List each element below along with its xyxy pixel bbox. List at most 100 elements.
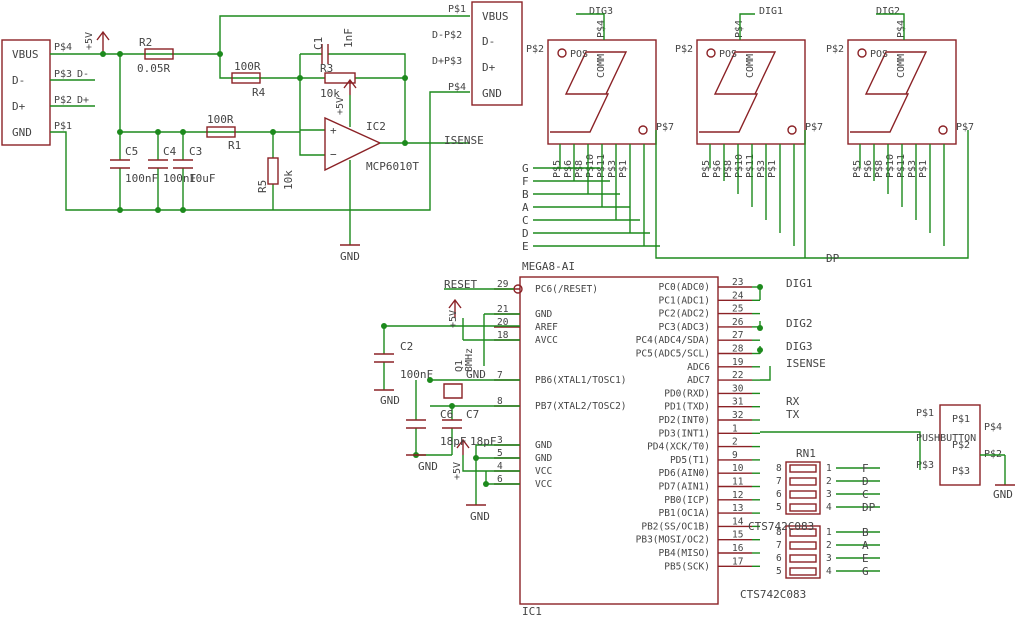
- svg-text:P$1: P$1: [952, 414, 970, 425]
- usb-connector-right[interactable]: VBUS D- D+ GND P$1 D-P$2 D+P$3 P$4: [432, 1, 523, 106]
- mcu-pin-num-right: 25: [732, 304, 743, 315]
- usb-left-dminus-net: D-: [77, 69, 89, 80]
- rn-resistor: [789, 464, 817, 473]
- usb-left-pad-4: P$4: [54, 42, 72, 53]
- seven-seg-display-2[interactable]: POS COMM DIG1: [696, 6, 806, 145]
- dig2-net: DIG2: [786, 317, 813, 330]
- mcu-pin-num-right: 1: [732, 423, 738, 434]
- svg-text:+5V: +5V: [448, 310, 459, 328]
- svg-text:+: +: [330, 124, 337, 137]
- mcu-ic1[interactable]: [519, 276, 719, 605]
- r5-name: R5: [256, 180, 269, 193]
- rn-pin-left: 7: [776, 540, 782, 551]
- display-pad-label: P$5: [701, 160, 712, 178]
- mcu-pin-name-right: PD4(XCK/T0): [647, 442, 710, 453]
- capacitor-c1[interactable]: [321, 44, 329, 64]
- mcu-pin-name-left: PB6(XTAL1/TOSC1): [535, 375, 627, 386]
- resistor-network[interactable]: [785, 461, 821, 515]
- mcu-pin-name-right: PB4(MISO): [659, 548, 710, 559]
- crystal-q1[interactable]: [443, 383, 463, 399]
- mcu-pin-name-right: PB1(OC1A): [659, 508, 710, 519]
- usb-left-dplus: D+: [12, 100, 26, 113]
- rn-pin-left: 5: [776, 566, 782, 577]
- dig1-net: DIG1: [786, 277, 813, 290]
- resistor-r4[interactable]: [231, 72, 261, 84]
- rn-net-label: E: [862, 552, 869, 565]
- c7-name: C7: [466, 408, 479, 421]
- mcu-pin-num-left: 18: [497, 330, 509, 341]
- svg-text:COMM: COMM: [745, 54, 756, 78]
- svg-text:P$1: P$1: [448, 4, 466, 15]
- c5-name: C5: [125, 145, 138, 158]
- dig3-net: DIG3: [786, 340, 813, 353]
- usb-left-dplus-net: D+: [77, 95, 89, 106]
- c5-value: 100nF: [125, 172, 158, 185]
- r5-value: 10k: [282, 170, 295, 190]
- svg-text:COMM: COMM: [596, 54, 607, 78]
- mcu-pin-name-right: PC2(ADC2): [659, 309, 710, 320]
- rn-pin-left: 8: [776, 463, 782, 474]
- c2-value: 100nF: [400, 368, 433, 381]
- resistor-r5[interactable]: [267, 157, 279, 185]
- display-pad-label: P$6: [712, 160, 723, 178]
- rn-pin-left: 6: [776, 553, 782, 564]
- resistor-r2[interactable]: [144, 48, 174, 60]
- mcu-pin-name-left: AREF: [535, 322, 558, 333]
- mcu-pin-num-right: 24: [732, 290, 744, 301]
- c4-value: 100nF: [163, 172, 196, 185]
- usb-left-pad-3: P$3: [54, 69, 72, 80]
- mcu-pin-name-right: PD6(AIN0): [659, 468, 710, 479]
- mcu-pin-name-right: PC1(ADC1): [659, 295, 710, 306]
- usb-connector-left[interactable]: VBUS D- D+ GND P$4 P$3 P$2 P$1 D- D+ +5V: [1, 32, 95, 146]
- usb-left-pad-2: P$2: [54, 95, 72, 106]
- pushbutton[interactable]: P$1 P$1 P$4 P$2 P$2 P$3 P$3 PUSHBUTTON: [916, 404, 1002, 486]
- mcu-pin-name-right: PD2(INT0): [659, 415, 710, 426]
- c3-value: 10uF: [189, 172, 216, 185]
- segment-bus-label: A: [522, 201, 529, 214]
- mcu-pin-num-right: 11: [732, 477, 744, 488]
- display-pad-label: P$8: [574, 160, 585, 178]
- display-3-dig: DIG2: [876, 6, 900, 17]
- segment-bus-label: F: [522, 175, 529, 188]
- svg-text:P$2: P$2: [826, 44, 844, 55]
- c7-value: 18pF: [470, 435, 497, 448]
- display-pad-label: P$6: [563, 160, 574, 178]
- mcu-pin-num-right: 30: [732, 383, 744, 394]
- segment-bus-label: B: [522, 188, 529, 201]
- mcu-pin-num-right: 17: [732, 556, 743, 567]
- rn-net-label: DP: [862, 501, 876, 514]
- resistor-r1[interactable]: [206, 126, 236, 138]
- c4-name: C4: [163, 145, 177, 158]
- rn-resistor: [789, 490, 817, 499]
- r1-name: R1: [228, 139, 241, 152]
- gnd-label-button: GND: [993, 488, 1013, 501]
- mcu-pin-num-right: 27: [732, 330, 743, 341]
- rn-pin-left: 7: [776, 476, 782, 487]
- mcu-pin-name-right: ADC6: [687, 362, 710, 373]
- svg-text:+5V: +5V: [452, 462, 463, 480]
- display-pad-label: P$10: [885, 154, 896, 178]
- segment-bus-label: C: [522, 214, 529, 227]
- resistor-network[interactable]: [785, 525, 821, 579]
- rn2-value: CTS742C083: [748, 520, 814, 533]
- display-1-dig: DIG3: [589, 6, 613, 17]
- rn-pin-right: 1: [826, 463, 832, 474]
- c2-name: C2: [400, 340, 413, 353]
- ic1-value: MEGA8-AI: [522, 260, 575, 273]
- svg-text:P$3: P$3: [916, 460, 934, 471]
- svg-text:POS: POS: [870, 49, 888, 60]
- rn-pin-right: 1: [826, 527, 832, 538]
- mcu-pin-name-left: VCC: [535, 479, 552, 490]
- ic1-name: IC1: [522, 605, 542, 618]
- mcu-pin-num-right: 31: [732, 397, 744, 408]
- resistor-r3[interactable]: [324, 72, 356, 84]
- mcu-pin-name-left: PC6(/RESET): [535, 284, 598, 295]
- r3-value: 10k: [320, 87, 340, 100]
- segment-bus-label: D: [522, 227, 529, 240]
- mcu-pin-num-left: 8: [497, 396, 503, 407]
- r2-name: R2: [139, 36, 152, 49]
- opamp-ic2[interactable]: + − IC2 MCP6010T: [324, 116, 419, 173]
- rn-resistor: [789, 477, 817, 486]
- rn1-value: CTS742C083: [740, 588, 806, 601]
- display-pad-label: P$5: [852, 160, 863, 178]
